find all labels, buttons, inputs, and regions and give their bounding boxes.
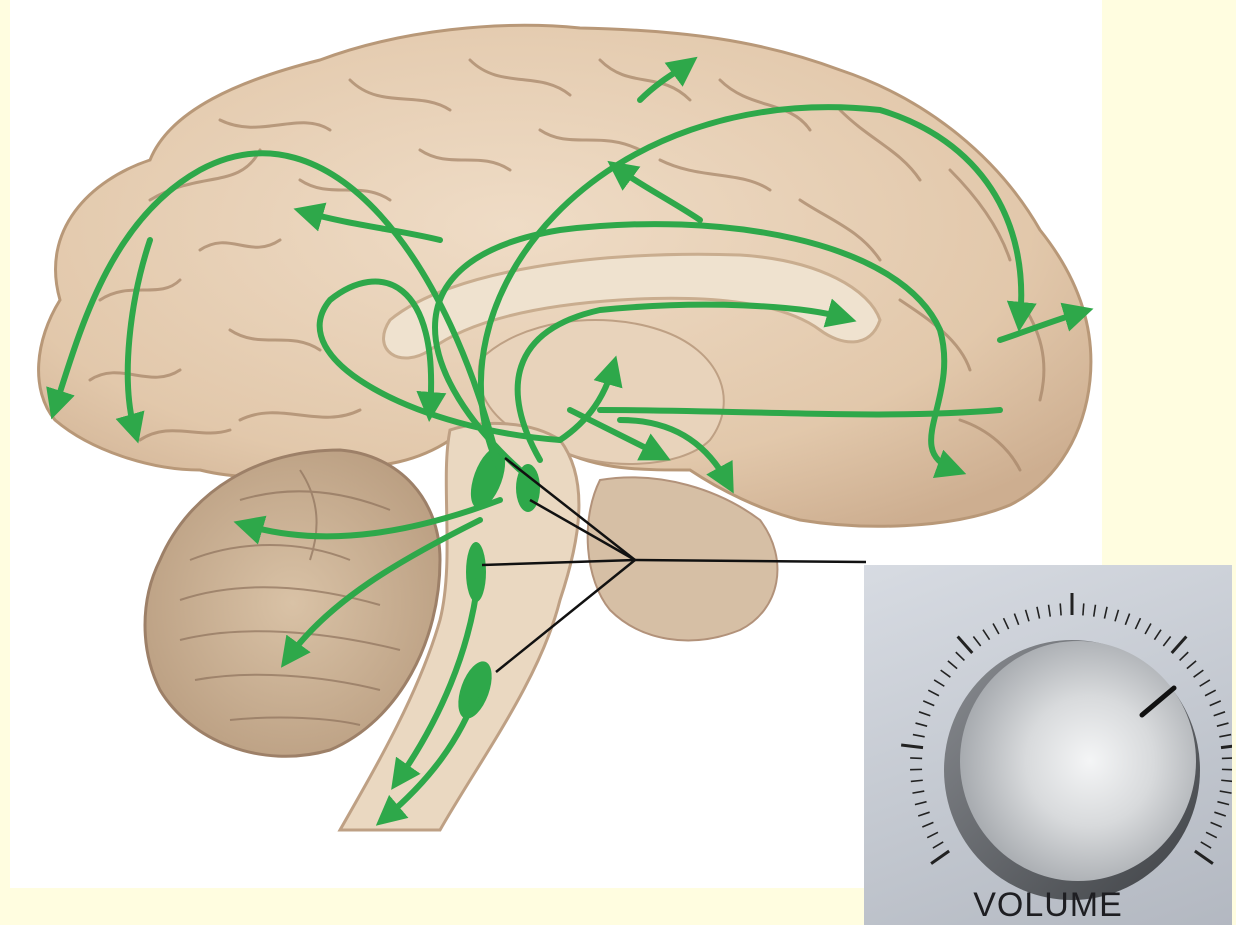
minor-tick xyxy=(928,690,939,696)
minor-tick xyxy=(1201,842,1211,848)
minor-tick xyxy=(918,812,929,816)
minor-tick xyxy=(1026,610,1029,621)
minor-tick xyxy=(911,780,923,781)
volume-knob-panel xyxy=(864,565,1232,925)
minor-tick xyxy=(1194,670,1204,677)
minor-tick xyxy=(912,791,924,793)
major-tick xyxy=(958,637,973,653)
minor-tick xyxy=(933,842,943,848)
major-tick xyxy=(1172,637,1187,653)
minor-tick xyxy=(1049,605,1051,617)
minor-tick xyxy=(1145,624,1151,634)
minor-tick xyxy=(913,735,925,737)
minor-tick xyxy=(916,723,928,726)
minor-tick xyxy=(1125,614,1129,625)
minor-tick xyxy=(973,636,980,646)
minor-tick xyxy=(1206,832,1217,837)
minor-tick xyxy=(1180,652,1189,660)
minor-tick xyxy=(1221,780,1232,781)
minor-tick xyxy=(923,701,934,706)
minor-tick xyxy=(948,661,957,669)
minor-tick xyxy=(1211,822,1222,827)
minor-tick xyxy=(1214,712,1225,716)
major-tick xyxy=(931,851,949,864)
minor-tick xyxy=(1219,735,1231,737)
minor-tick xyxy=(993,624,999,634)
minor-tick xyxy=(1205,690,1216,696)
minor-tick xyxy=(1014,614,1018,625)
minor-tick xyxy=(941,670,951,677)
minor-tick xyxy=(1083,603,1084,615)
minor-tick xyxy=(956,652,965,660)
minor-tick xyxy=(1220,791,1232,793)
minor-tick xyxy=(1060,603,1061,615)
minor-tick xyxy=(922,822,933,827)
major-tick xyxy=(901,745,923,748)
minor-tick xyxy=(919,712,930,716)
minor-tick xyxy=(1154,630,1161,640)
minor-tick xyxy=(1187,661,1196,669)
minor-tick xyxy=(1214,812,1225,816)
minor-tick xyxy=(1104,607,1107,619)
minor-tick xyxy=(1037,607,1040,619)
minor-tick xyxy=(1115,610,1118,621)
minor-tick xyxy=(910,758,922,759)
minor-tick xyxy=(1163,636,1170,646)
volume-label: VOLUME xyxy=(864,886,1232,925)
minor-tick xyxy=(915,802,927,805)
minor-tick xyxy=(934,680,944,686)
minor-tick xyxy=(983,630,990,640)
minor-tick xyxy=(1200,680,1210,686)
volume-knob[interactable] xyxy=(864,565,1232,925)
cerebellum xyxy=(145,450,440,756)
minor-tick xyxy=(1094,605,1096,617)
minor-tick xyxy=(1135,618,1140,629)
minor-tick xyxy=(1004,618,1009,629)
major-tick xyxy=(1221,745,1232,748)
minor-tick xyxy=(927,832,938,837)
minor-tick xyxy=(1210,701,1221,706)
major-tick xyxy=(1195,851,1213,864)
minor-tick xyxy=(1217,802,1229,805)
minor-tick xyxy=(1217,723,1229,726)
knob-face xyxy=(960,641,1196,881)
minor-tick xyxy=(1222,758,1232,759)
